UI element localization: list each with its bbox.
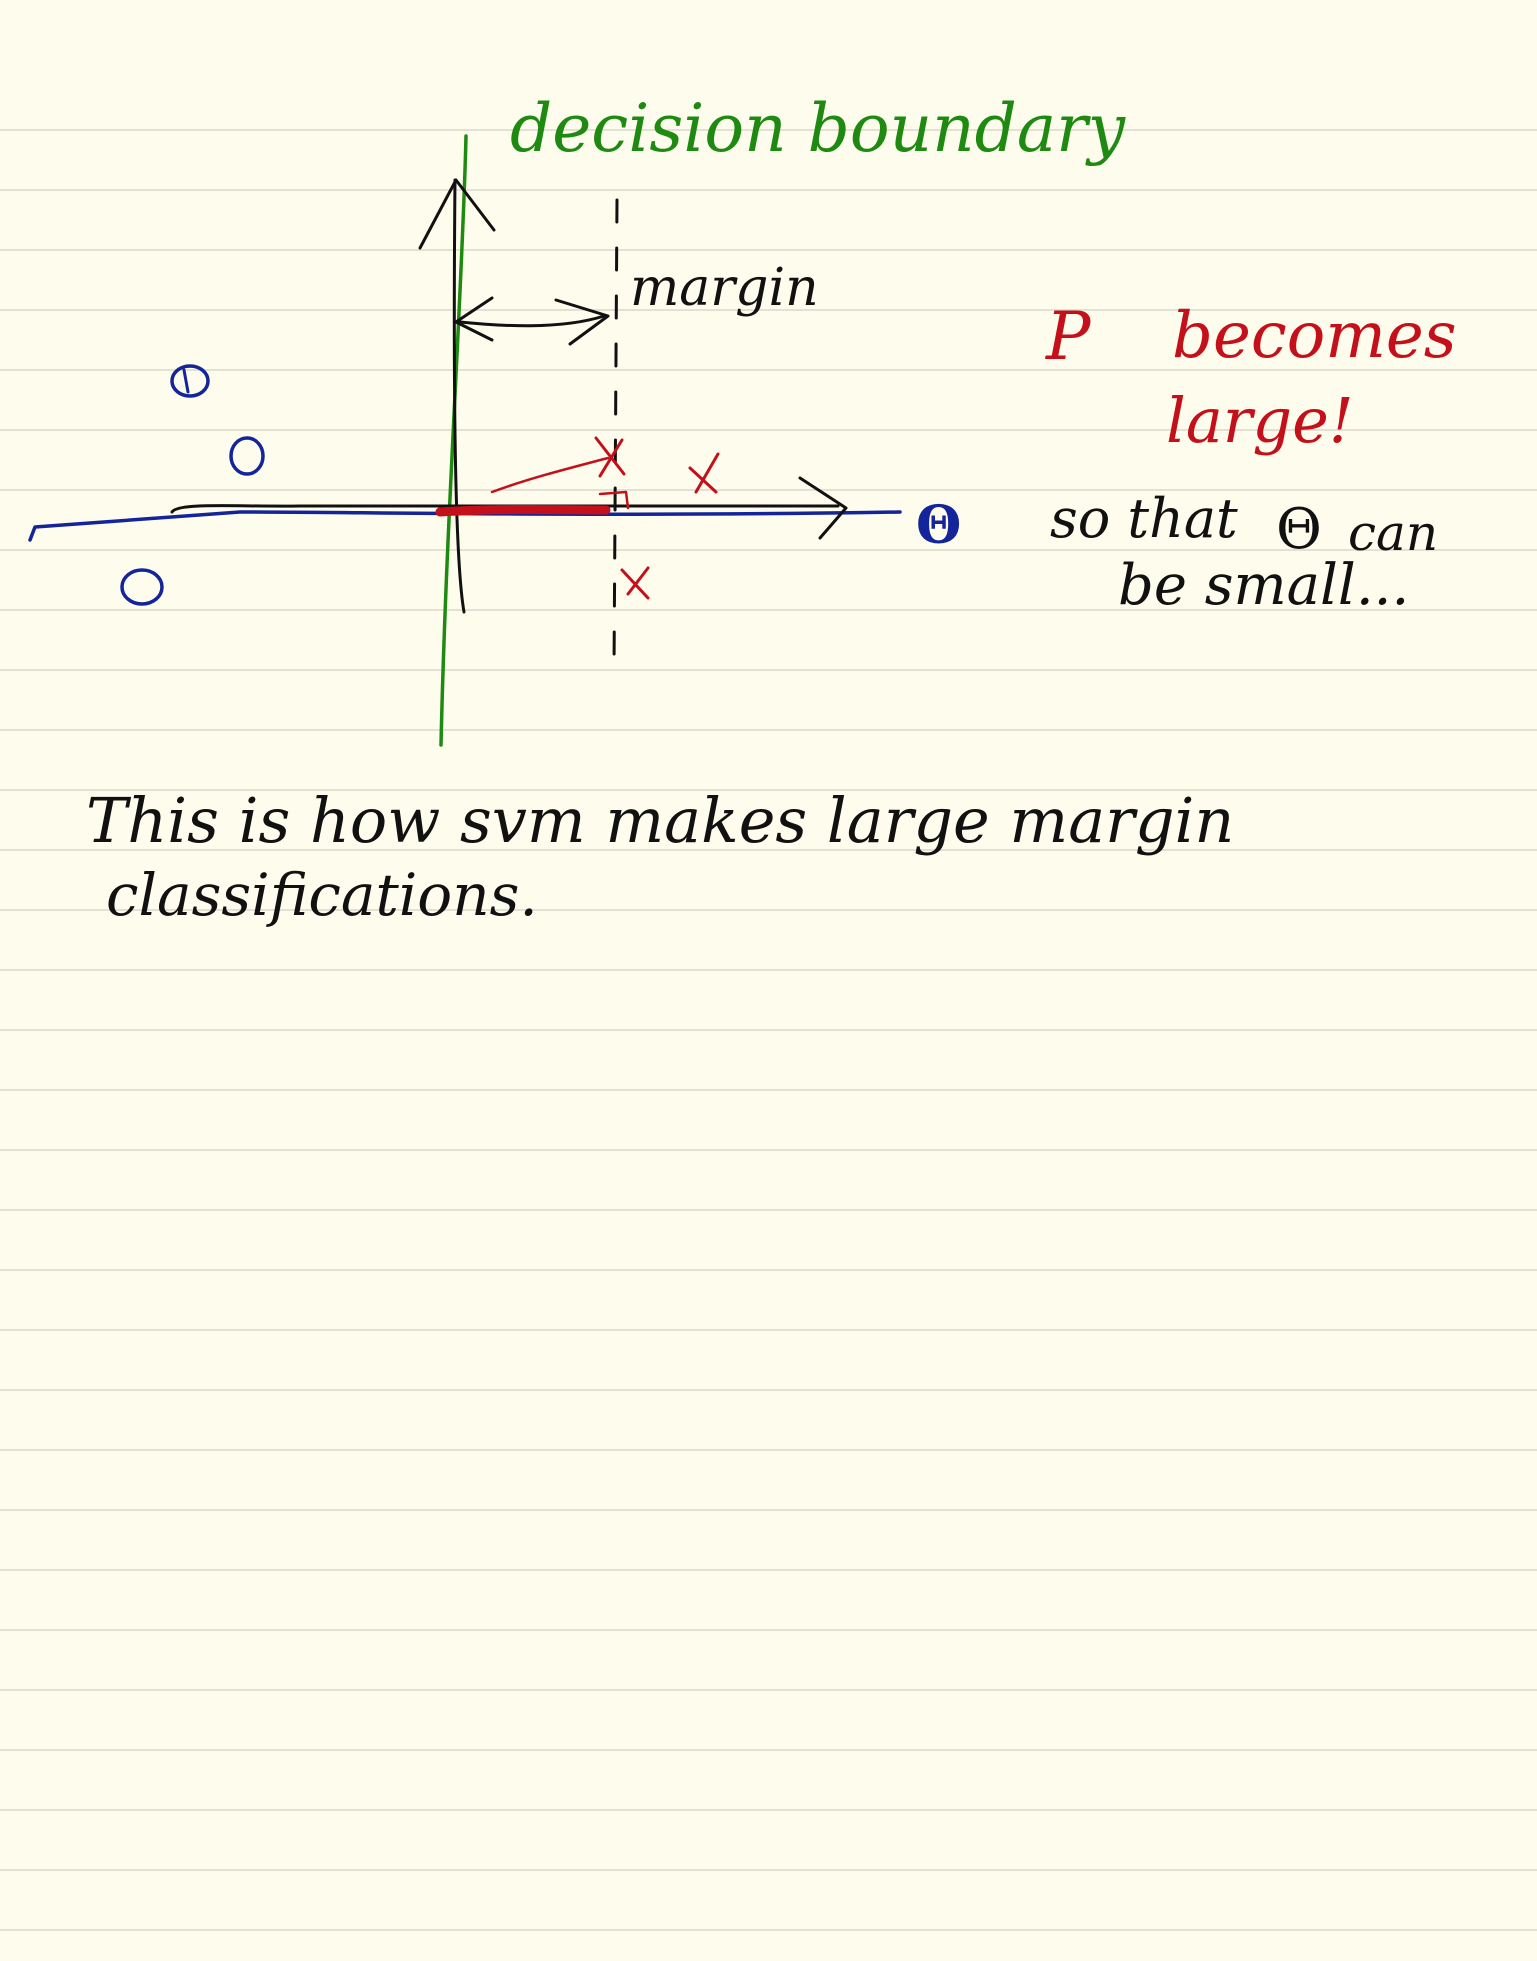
- can-label: can: [1348, 504, 1439, 562]
- margin-arrow-right-head: [554, 298, 610, 346]
- margin-dashed-line: [612, 198, 619, 672]
- negative-example-1-scribble: [182, 368, 190, 394]
- positive-example-1: [594, 436, 626, 478]
- horizontal-axis: [170, 503, 840, 514]
- so-that-label: so that: [1050, 487, 1238, 550]
- positive-example-3: [620, 566, 650, 600]
- vertical-axis: [452, 178, 466, 614]
- negative-example-1: [170, 364, 210, 398]
- projection-line: [490, 456, 610, 494]
- positive-example-2: [688, 452, 720, 494]
- large-label: large!: [1166, 384, 1354, 457]
- theta-vector-line: [28, 510, 902, 542]
- be-small-label: be small...: [1118, 553, 1410, 618]
- margin-arrow-left-head: [454, 296, 494, 342]
- horizontal-axis-arrowhead: [798, 476, 848, 540]
- right-angle-mark: [598, 490, 630, 510]
- margin-arrow: [458, 314, 606, 328]
- p-label: P: [1046, 298, 1091, 375]
- projection-p-segment: [435, 505, 611, 517]
- conclusion-line-1: This is how svm makes large margin: [86, 784, 1235, 857]
- margin-label: margin: [630, 258, 819, 318]
- negative-example-2: [229, 436, 265, 476]
- theta-axis-label: Θ: [916, 495, 962, 556]
- becomes-label: becomes: [1172, 299, 1457, 373]
- theta-symbol-label: Θ: [1276, 497, 1322, 562]
- vertical-axis-arrowhead: [418, 178, 496, 250]
- negative-example-3: [120, 568, 164, 606]
- conclusion-line-2: classifications.: [106, 861, 538, 929]
- decision-boundary-label: decision boundary: [510, 90, 1126, 167]
